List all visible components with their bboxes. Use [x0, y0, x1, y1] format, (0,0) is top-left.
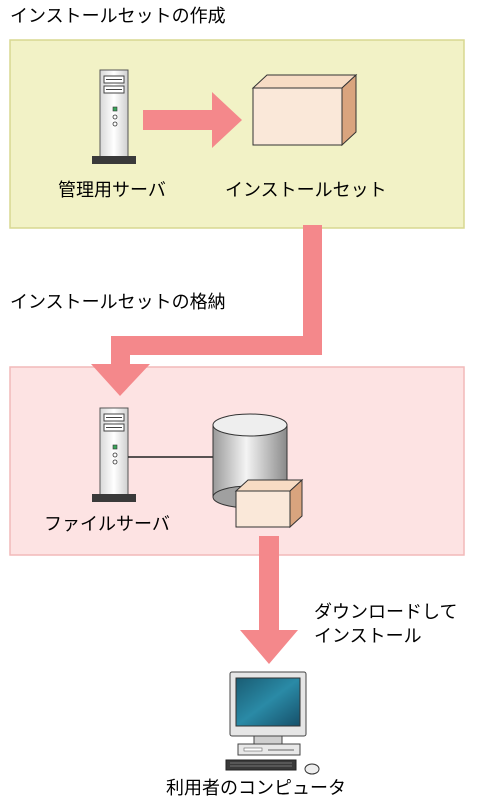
user-computer-label: 利用者のコンピュータ [166, 778, 346, 799]
stored-package-icon [234, 478, 304, 529]
file-server-label: ファイルサーバ [44, 514, 170, 535]
install-set-package-icon [251, 73, 358, 147]
arrow-download [240, 536, 298, 664]
file-server-icon [92, 407, 136, 502]
arrow-create [143, 92, 242, 148]
section-create-label: インストールセットの作成 [10, 6, 226, 27]
user-computer-icon [225, 671, 320, 775]
admin-server-icon [92, 69, 136, 164]
arrow-store [91, 225, 322, 396]
section-store-label: インストールセットの格納 [10, 292, 226, 313]
download-label-line1: ダウンロードして [314, 602, 458, 623]
download-label-line2: インストール [314, 626, 422, 647]
install-set-label: インストールセット [225, 180, 387, 201]
admin-server-label: 管理用サーバ [58, 180, 166, 201]
creation-area [9, 39, 465, 229]
